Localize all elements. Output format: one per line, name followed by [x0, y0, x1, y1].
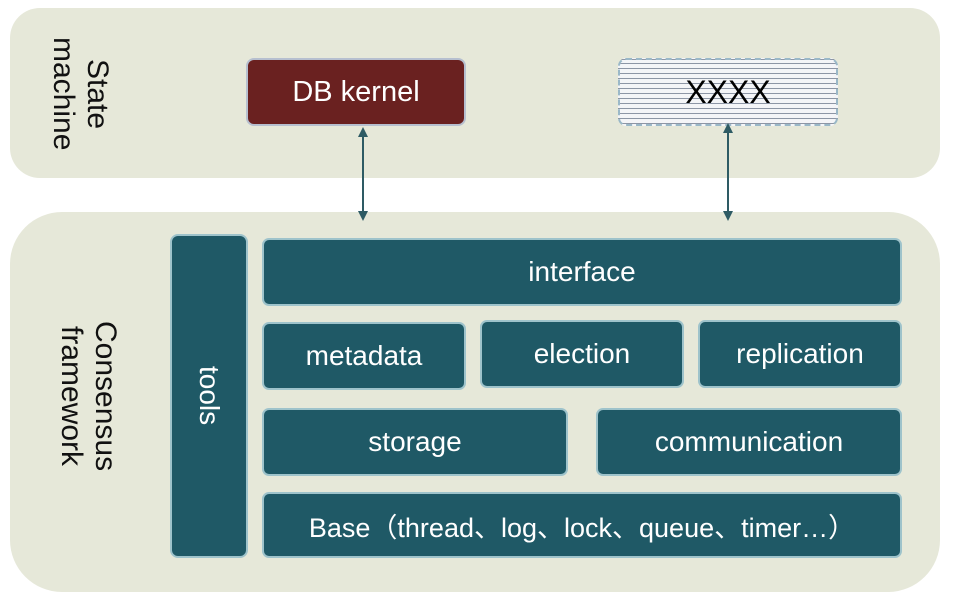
interface-label: interface	[528, 256, 636, 287]
storage-label: storage	[368, 426, 462, 457]
tools-module: tools	[170, 234, 248, 558]
replication-label: replication	[736, 338, 864, 369]
state-machine-label: State machine	[47, 37, 114, 151]
db-kernel-label: DB kernel	[292, 75, 420, 108]
base-module: Base（thread、log、lock、queue、timer…）	[262, 492, 902, 558]
placeholder-state-machine-label: XXXX	[685, 73, 771, 110]
placeholder-state-machine-box: XXXX	[618, 58, 838, 126]
election-label: election	[533, 338, 631, 369]
db-kernel-box: DB kernel	[246, 58, 466, 126]
election-module: election	[480, 320, 684, 388]
replication-module: replication	[698, 320, 902, 388]
base-label: Base（thread、log、lock、queue、timer…）	[308, 512, 856, 543]
interface-module: interface	[262, 238, 902, 306]
storage-module: storage	[262, 408, 568, 476]
metadata-module: metadata	[262, 322, 466, 390]
consensus-framework-label: Consensus framework	[55, 320, 122, 472]
metadata-label: metadata	[305, 340, 423, 371]
communication-module: communication	[596, 408, 902, 476]
tools-label: tools	[194, 366, 225, 426]
communication-label: communication	[654, 426, 844, 457]
